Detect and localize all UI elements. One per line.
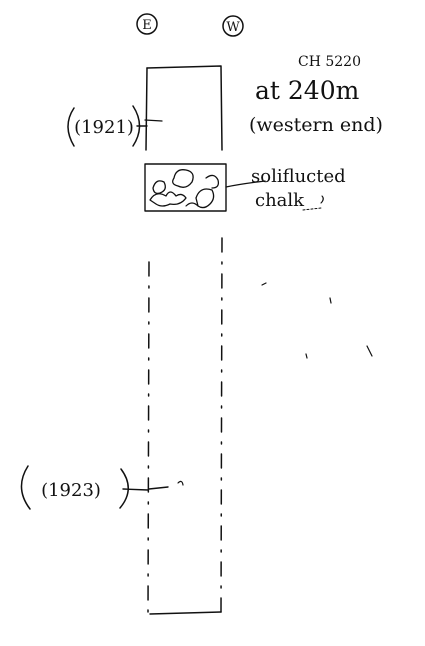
- ch-number-label: CH 5220: [298, 54, 361, 70]
- sample-1921-marker: (1921): [67, 105, 148, 147]
- location-note: (western end): [249, 114, 383, 136]
- soil-note-line2: chalk: [255, 190, 305, 211]
- sample-1923-marker: (1923): [20, 465, 184, 510]
- west-label: W: [226, 20, 240, 35]
- upper-section: [144, 65, 223, 151]
- east-label: E: [142, 18, 152, 33]
- depth-label: at 240m: [255, 76, 360, 105]
- west-marker: W: [222, 15, 244, 37]
- lower-column: [147, 237, 223, 615]
- soliflucted-chalk-box: [144, 163, 266, 212]
- sample-1921-label: (1921): [74, 117, 134, 138]
- east-marker: E: [136, 13, 158, 35]
- soil-note-line1: soliflucted: [251, 166, 346, 187]
- sample-1923-label: (1923): [41, 480, 101, 501]
